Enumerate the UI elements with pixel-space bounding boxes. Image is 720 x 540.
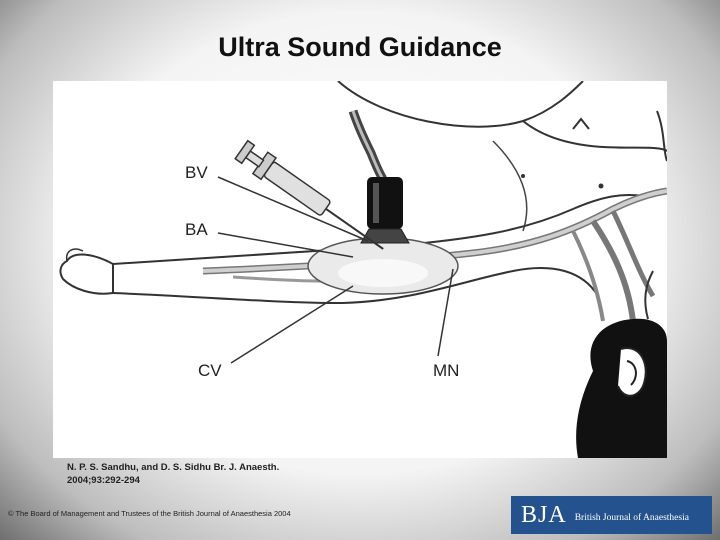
arm-upper-edge	[112, 193, 644, 265]
vessel-branch	[610, 209, 656, 298]
probe-body	[367, 177, 403, 229]
label-cv: CV	[198, 361, 222, 380]
leader-mn	[437, 268, 454, 357]
vessel-branch	[571, 230, 605, 322]
leader-cv	[230, 285, 354, 364]
nipple-mark	[572, 117, 590, 130]
thumb	[65, 248, 84, 262]
ear	[617, 347, 647, 397]
hand	[59, 253, 114, 295]
arm-lower-edge	[112, 267, 599, 305]
body-outline	[337, 81, 584, 128]
neck-line	[644, 270, 654, 320]
label-ba: BA	[185, 220, 208, 239]
ultrasound-illustration: BV BA CV MN	[53, 81, 667, 458]
probe-cable-highlight	[351, 110, 385, 180]
skin-mark	[521, 174, 525, 178]
torso-right	[656, 110, 667, 162]
label-bv: BV	[185, 163, 208, 182]
label-mn: MN	[433, 361, 459, 380]
bja-logo-mark: BJA	[521, 501, 567, 528]
syringe	[234, 139, 384, 250]
citation-authors: N. P. S. Sandhu, and D. S. Sidhu Br. J. …	[67, 462, 280, 473]
leader-ba	[217, 232, 354, 258]
slide-title: Ultra Sound Guidance	[218, 32, 502, 62]
skin-mark	[598, 183, 604, 189]
citation: N. P. S. Sandhu, and D. S. Sidhu Br. J. …	[67, 461, 279, 487]
bja-logo-name: British Journal of Anaesthesia	[574, 513, 689, 523]
probe-head	[360, 228, 410, 244]
ultrasound-diagram-svg: BV BA CV MN	[59, 81, 667, 458]
chest-outline	[522, 120, 667, 152]
vessel-branch	[590, 219, 636, 322]
probe-highlight	[373, 183, 379, 223]
bja-logo: BJA British Journal of Anaesthesia	[511, 496, 712, 534]
ear-inner	[626, 360, 637, 386]
leader-bv	[217, 176, 369, 242]
citation-reference: 2004;93:292-294	[67, 475, 140, 486]
body-contour	[492, 140, 528, 232]
ultrasound-field-inner	[338, 259, 428, 287]
copyright-notice: © The Board of Management and Trustees o…	[8, 509, 291, 518]
